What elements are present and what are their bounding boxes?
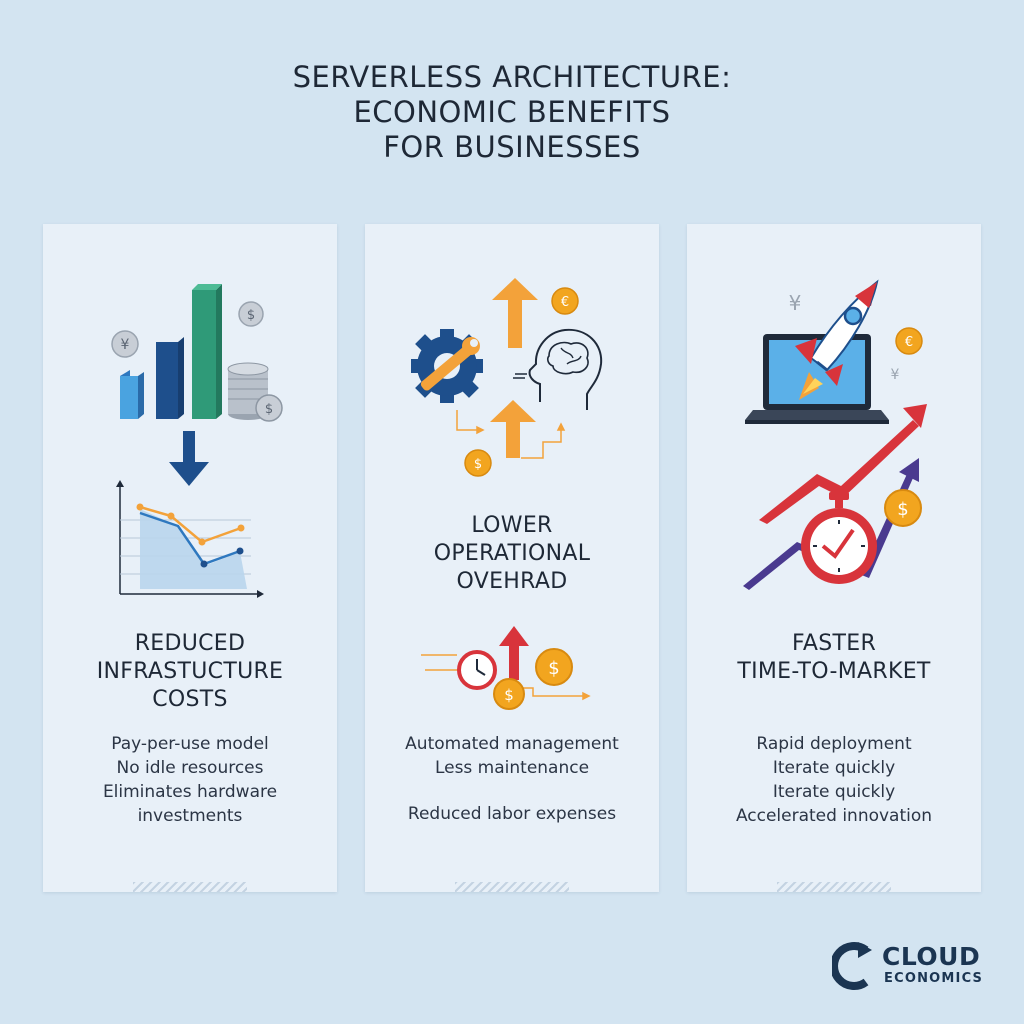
card-2-bullets: Automated management Less maintenance Re…: [365, 732, 659, 826]
lower-cluster-illustration: $ $: [421, 626, 591, 710]
dollar-symbol: $: [247, 308, 255, 323]
dollar-coin-icon-card-2: $: [464, 449, 492, 477]
euro-symbol: €: [561, 295, 569, 310]
card-3-bullets: Rapid deployment Iterate quickly Iterate…: [687, 732, 981, 828]
clock-icon: [457, 650, 497, 690]
card-2-bullet-1: Automated management: [405, 734, 619, 754]
card-1-bullets: Pay-per-use model No idle resources Elim…: [43, 732, 337, 828]
card-1-stripe-decoration: [133, 882, 247, 892]
dollar-symbol-card-2: $: [474, 457, 482, 472]
card-1-bullet-3: Eliminates hardware: [102, 782, 278, 802]
operational-overhead-illustration: €: [411, 278, 603, 710]
motion-lines-icon: [513, 373, 527, 379]
euro-symbol-card-3: €: [905, 335, 913, 350]
card-1-bullet-4: investments: [137, 806, 243, 826]
card-1-heading-line-2: INFRASTUCTURE: [96, 659, 284, 684]
yen-coin-icon: ¥: [111, 330, 139, 358]
card-2-heading: LOWER OPERATIONAL OVEHRAD: [365, 512, 659, 596]
dollar-symbol-small: $: [504, 686, 514, 704]
euro-coin-icon: €: [551, 287, 579, 315]
dollar-coin-icon-large: $: [535, 648, 573, 686]
title-line-1: SERVERLESS ARCHITECTURE:: [292, 60, 732, 94]
yen-symbol-card-3-small: ¥: [891, 367, 900, 383]
card-3-bullet-4: Accelerated innovation: [735, 806, 933, 826]
red-up-arrow-icon: [499, 626, 529, 680]
card-3-bullet-1: Rapid deployment: [756, 734, 912, 754]
card-2-bullet-spacer: [365, 780, 659, 802]
card-1-bullet-1: Pay-per-use model: [111, 734, 269, 754]
euro-coin-icon-card-3: €: [895, 327, 923, 355]
dollar-symbol-card-3: $: [897, 499, 908, 520]
coin-stack-icon: $: [227, 362, 283, 422]
dollar-symbol-2: $: [265, 402, 273, 417]
dollar-coin-icon-card-3: $: [884, 489, 922, 527]
dollar-coin-icon-small: $: [493, 678, 525, 710]
logo-word-cloud: CLOUD: [882, 942, 981, 971]
title-line-3: FOR BUSINESSES: [383, 130, 641, 164]
gear-wrench-icon: [411, 329, 483, 403]
card-3-heading-line-1: FASTER: [791, 631, 877, 656]
time-to-market-illustration: ¥ ¥ €: [743, 279, 927, 590]
card-2-bullet-3: Reduced labor expenses: [407, 804, 617, 824]
red-growth-arrow-icon: [759, 404, 927, 524]
down-arrow-icon: [169, 431, 209, 486]
connector-lines: [456, 410, 566, 459]
card-lower-operational-overhead: €: [365, 224, 659, 892]
reduced-costs-illustration: ¥ $ $: [111, 284, 283, 598]
up-arrow-icon-bottom: [490, 400, 536, 458]
title-line-2: ECONOMIC BENEFITS: [353, 95, 671, 129]
card-2-heading-line-3: OVEHRAD: [456, 569, 568, 594]
card-1-heading-line-3: COSTS: [152, 687, 228, 712]
card-3-bullet-2: Iterate quickly: [772, 758, 896, 778]
card-3-stripe-decoration: [777, 882, 891, 892]
logo-word-economics: ECONOMICS: [884, 971, 984, 986]
card-2-heading-line-2: OPERATIONAL: [433, 541, 591, 566]
card-1-bullet-2: No idle resources: [116, 758, 264, 778]
dollar-coin-icon: $: [238, 301, 264, 327]
card-1-heading: REDUCED INFRASTUCTURE COSTS: [43, 630, 337, 714]
card-faster-time-to-market: ¥ ¥ €: [687, 224, 981, 892]
rocket-icon: [795, 279, 879, 400]
cloud-economics-logo: CLOUD ECONOMICS: [832, 938, 992, 994]
card-3-heading: FASTER TIME-TO-MARKET: [687, 630, 981, 686]
yen-symbol: ¥: [121, 337, 130, 353]
yen-symbol-card-3: ¥: [789, 291, 802, 315]
logo-c-arrow-icon: [832, 942, 872, 990]
card-3-heading-line-2: TIME-TO-MARKET: [737, 659, 931, 684]
dollar-symbol-large: $: [548, 658, 559, 679]
card-2-heading-line-1: LOWER: [471, 513, 553, 538]
card-1-heading-line-1: REDUCED: [134, 631, 246, 656]
card-3-bullet-3: Iterate quickly: [772, 782, 896, 802]
card-reduced-infrastructure-costs: ¥ $ $: [43, 224, 337, 892]
page-title: SERVERLESS ARCHITECTURE: ECONOMIC BENEFI…: [0, 60, 1024, 165]
up-arrow-icon-top: [492, 278, 538, 348]
card-2-bullet-2: Less maintenance: [434, 758, 590, 778]
head-brain-icon: [528, 328, 603, 410]
card-2-stripe-decoration: [455, 882, 569, 892]
declining-line-chart-icon: [116, 480, 264, 598]
bar-chart-icon: [120, 284, 222, 419]
stopwatch-icon: [801, 492, 877, 584]
